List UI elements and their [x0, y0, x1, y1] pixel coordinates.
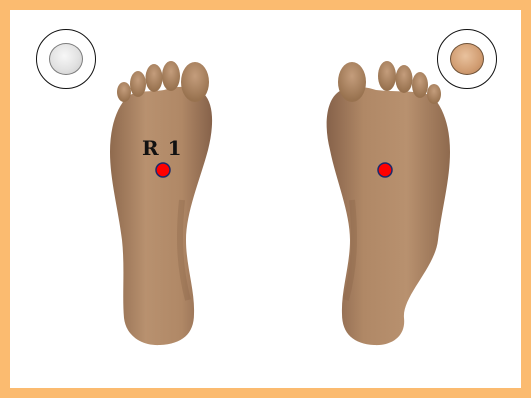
- acupoint-label: R 1: [142, 138, 183, 158]
- acupoint-marker-right[interactable]: [378, 163, 392, 177]
- acupoint-marker-left[interactable]: [156, 163, 170, 177]
- left-foot-sole: [110, 61, 212, 345]
- right-foot-sole: [327, 61, 450, 345]
